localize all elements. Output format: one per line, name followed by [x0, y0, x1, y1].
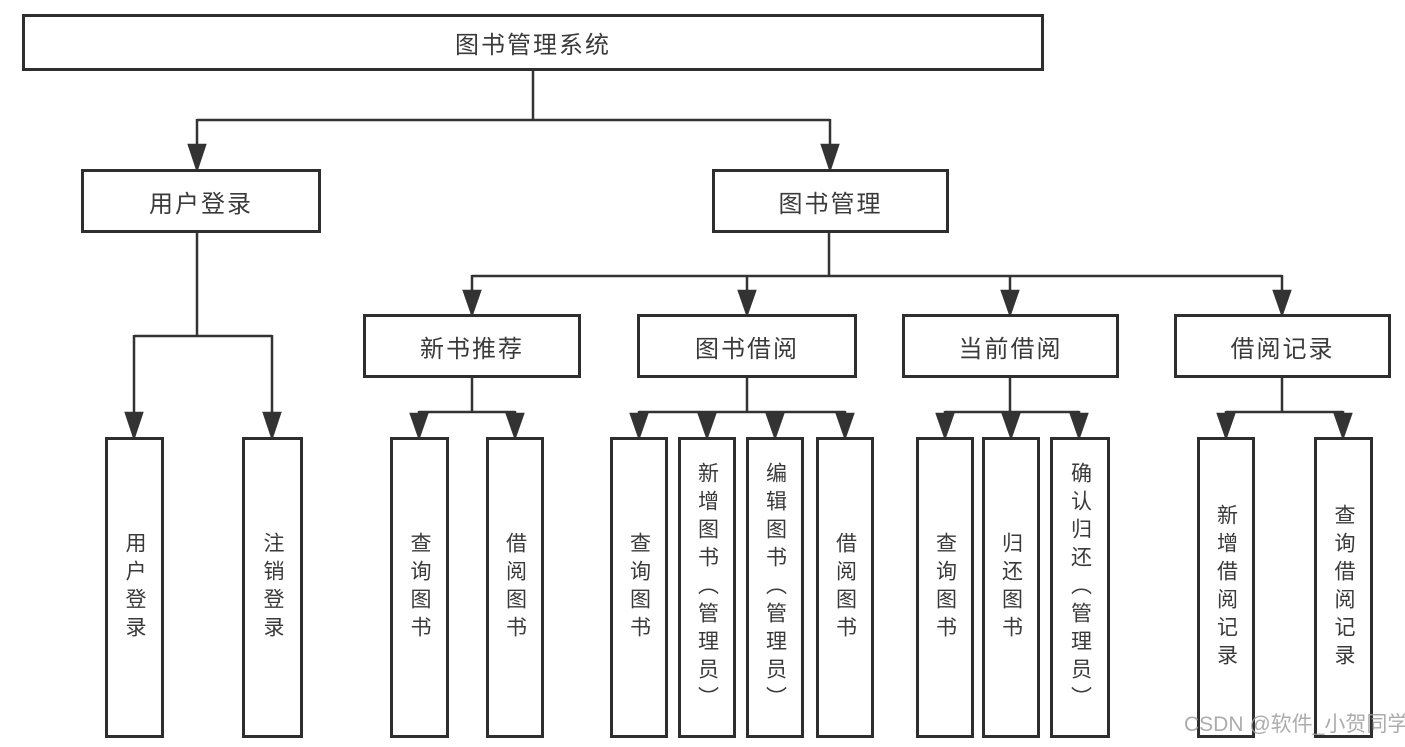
node-borrow-records: 借阅记录: [1174, 314, 1391, 378]
node-label: 新增借阅记录: [1214, 503, 1238, 672]
node-label: 新书推荐: [420, 335, 524, 363]
node-label: 借阅记录: [1230, 335, 1335, 363]
node-leaf-user-login: 用户登录: [105, 437, 164, 738]
connector-book-management: [462, 232, 1292, 318]
node-leaf-borrow-books-recommend: 借阅图书: [486, 437, 544, 738]
node-label: 查询图书: [408, 531, 431, 644]
node-label: 新增图书（管理员）: [695, 461, 719, 714]
connector-root: [187, 70, 840, 173]
node-book-management: 图书管理: [712, 169, 949, 233]
node-leaf-search-books-recommend: 查询图书: [390, 437, 449, 738]
node-current-borrow: 当前借阅: [902, 314, 1119, 378]
node-label: 编辑图书（管理员）: [763, 461, 787, 714]
node-leaf-confirm-return-admin: 确认归还（管理员）: [1050, 437, 1110, 738]
node-leaf-return-book: 归还图书: [982, 437, 1040, 738]
connector-user-login: [124, 232, 282, 441]
connector-new-book-recommend: [409, 377, 525, 441]
node-label: 图书借阅: [695, 335, 799, 363]
connector-book-borrow: [629, 377, 855, 441]
connector-current-borrow: [935, 377, 1089, 441]
node-label: 归还图书: [999, 531, 1023, 644]
node-label: 查询图书: [933, 531, 957, 644]
node-label: 借阅图书: [833, 531, 857, 644]
connector-borrow-records: [1216, 377, 1353, 441]
node-leaf-add-book-admin: 新增图书（管理员）: [678, 437, 736, 738]
node-book-borrow: 图书借阅: [637, 314, 857, 378]
node-leaf-search-books-borrow: 查询图书: [610, 437, 668, 738]
node-label: 用户登录: [149, 190, 253, 218]
node-label: 图书管理: [778, 190, 883, 218]
node-leaf-search-books-current: 查询图书: [916, 437, 974, 738]
node-new-book-recommend: 新书推荐: [363, 314, 581, 378]
node-label: 借阅图书: [503, 531, 527, 644]
node-label: 图书管理系统: [455, 32, 611, 59]
node-label: 注销登录: [261, 531, 284, 644]
node-root: 图书管理系统: [22, 14, 1044, 71]
node-label: 用户登录: [123, 531, 146, 644]
node-user-login: 用户登录: [81, 169, 321, 233]
node-leaf-borrow-books: 借阅图书: [816, 437, 874, 738]
node-label: 确认归还（管理员）: [1068, 461, 1092, 714]
node-leaf-edit-book-admin: 编辑图书（管理员）: [746, 437, 804, 738]
node-leaf-logout: 注销登录: [242, 437, 303, 738]
node-label: 查询借阅记录: [1332, 503, 1355, 672]
node-leaf-search-borrow-record: 查询借阅记录: [1314, 437, 1373, 738]
node-label: 当前借阅: [958, 335, 1063, 363]
node-leaf-add-borrow-record: 新增借阅记录: [1197, 437, 1255, 738]
node-label: 查询图书: [627, 531, 651, 644]
